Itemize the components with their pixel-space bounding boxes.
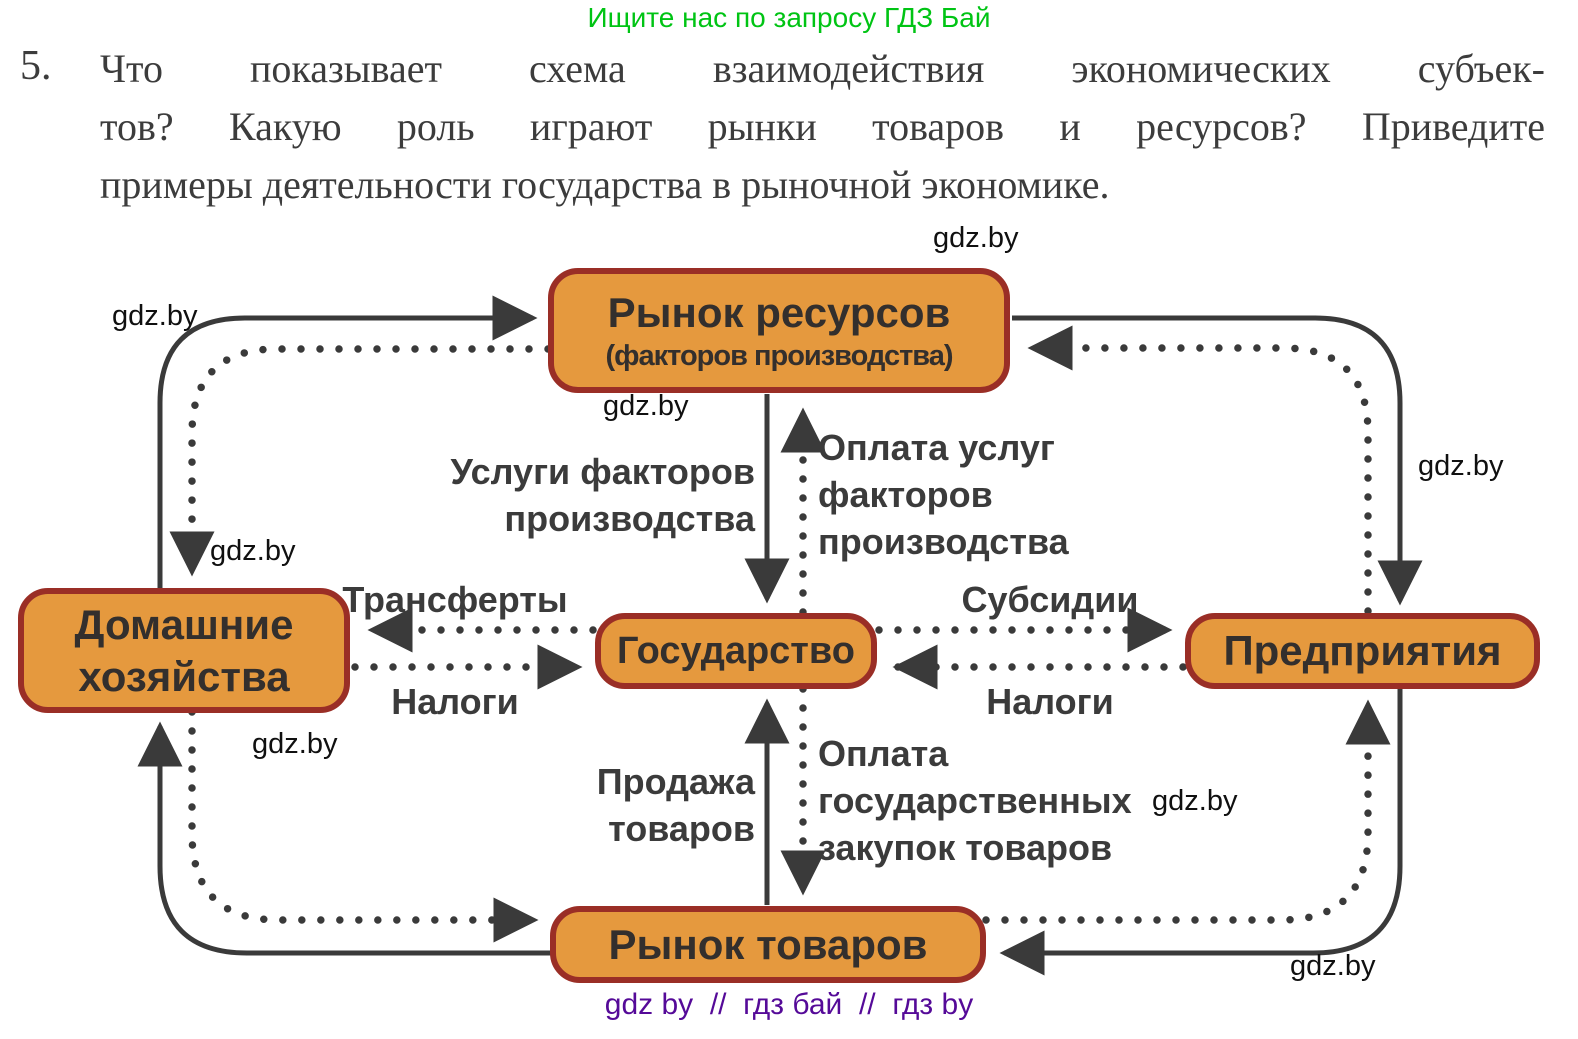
flow-resources-to-enterprises-solid: [1012, 315, 1423, 606]
question-line-3: примеры деятельности государства в рыноч…: [100, 162, 1110, 207]
flow-households-to-goods-dotted: [188, 708, 539, 943]
label-factor-payment: Оплата услуг факторов производства: [818, 427, 1069, 562]
label-transfers: Трансферты: [342, 579, 568, 620]
question-number: 5.: [20, 43, 52, 89]
node-resources-market: Рынок ресурсов (факторов производства): [548, 268, 1010, 393]
flow-enterprises-to-goods-solid: [999, 689, 1403, 976]
watermark-gov-purchases: gdz.by: [1152, 785, 1238, 817]
label-taxes-enterprises: Налоги: [986, 681, 1114, 722]
question-line-1: Что показывает схема взаимодействия экон…: [100, 46, 1545, 91]
node-households: Домашние хозяйства: [18, 588, 350, 713]
watermark-right: gdz.by: [1418, 450, 1504, 482]
node-resources-title: Рынок ресурсов: [607, 288, 951, 336]
label-subsidies: Субсидии: [961, 579, 1139, 620]
watermark-top-left: gdz.by: [112, 300, 198, 332]
footer-watermark: gdz by // гдз бай // гдз by: [604, 988, 974, 1021]
label-goods-sale: Продажа товаров: [596, 761, 755, 849]
flow-households-to-resources-solid: [157, 295, 538, 588]
watermark-above-households: gdz.by: [210, 535, 296, 567]
node-resources-subtitle: (факторов производства): [605, 339, 953, 372]
label-factor-services: Услуги факторов производства: [450, 451, 756, 539]
node-state-title: Государство: [617, 630, 855, 672]
watermark-below-resources: gdz.by: [603, 390, 689, 422]
flow-goods-to-enterprises-dotted: [982, 699, 1391, 924]
node-state: Государство: [595, 613, 877, 689]
watermark-below-households: gdz.by: [252, 728, 338, 760]
node-households-title: Домашние хозяйства: [74, 600, 294, 700]
label-gov-purchases: Оплата государственных закупок товаров: [818, 733, 1132, 868]
promo-banner: Ищите нас по запросу ГДЗ Бай: [587, 2, 991, 33]
flow-resources-to-households-dotted: [169, 345, 552, 577]
flow-enterprises-to-resources-dotted: [1027, 325, 1372, 615]
node-goods-market: Рынок товаров: [550, 906, 986, 983]
watermark-bottom-right: gdz.by: [1290, 950, 1376, 982]
question-line-2: тов? Какую роль играют рынки товаров и р…: [100, 104, 1545, 149]
node-enterprises: Предприятия: [1185, 613, 1540, 689]
watermark-top: gdz.by: [933, 222, 1019, 254]
label-taxes-households: Налоги: [391, 681, 519, 722]
node-goods-title: Рынок товаров: [608, 920, 928, 968]
question-text: Что показывает схема взаимодействия экон…: [100, 40, 1545, 214]
node-enterprises-title: Предприятия: [1223, 627, 1502, 674]
flow-goods-to-households-solid: [137, 721, 552, 956]
